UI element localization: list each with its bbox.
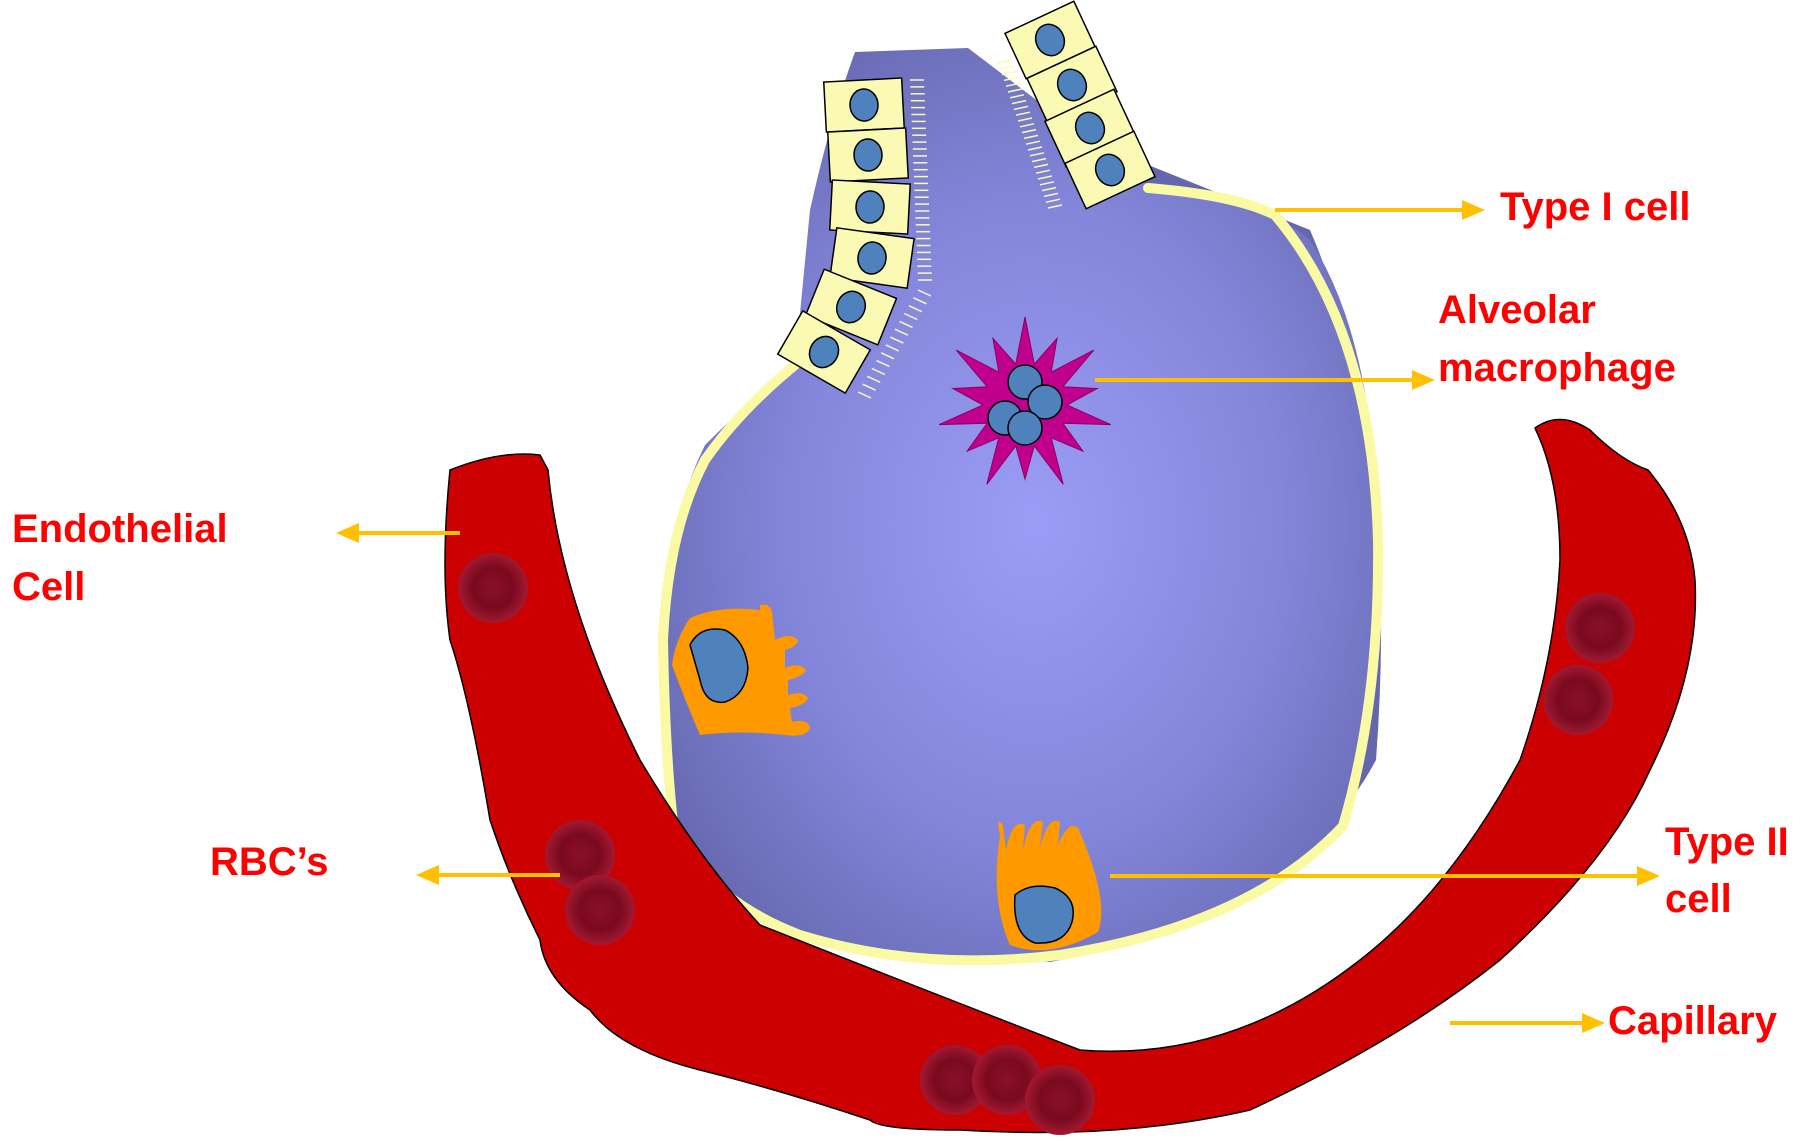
cilium	[1000, 66, 1014, 69]
cilium	[998, 60, 1012, 63]
rbc-cell	[1566, 594, 1634, 662]
label-alveolar: Alveolar	[1438, 288, 1596, 332]
label-rbcs: RBC’s	[210, 840, 329, 884]
label-cell-type-ii: cell	[1665, 877, 1732, 921]
rbc-cell	[1026, 1066, 1094, 1134]
label-type-i-cell: Type I cell	[1500, 185, 1690, 229]
arrow-capillary	[1450, 1013, 1605, 1033]
label-macrophage: macrophage	[1438, 346, 1676, 390]
arrow-type-i-cell	[1275, 200, 1485, 220]
label-cell-endothelial: Cell	[12, 565, 85, 609]
label-capillary: Capillary	[1608, 999, 1778, 1043]
arrow-endothelial-cell	[336, 523, 460, 543]
rbc-cell	[459, 554, 527, 622]
rbc-cell	[1544, 666, 1612, 734]
label-type-ii: Type II	[1665, 820, 1789, 864]
cilium	[1002, 72, 1016, 75]
label-endothelial: Endothelial	[12, 507, 228, 551]
rbc-cell	[566, 876, 634, 944]
